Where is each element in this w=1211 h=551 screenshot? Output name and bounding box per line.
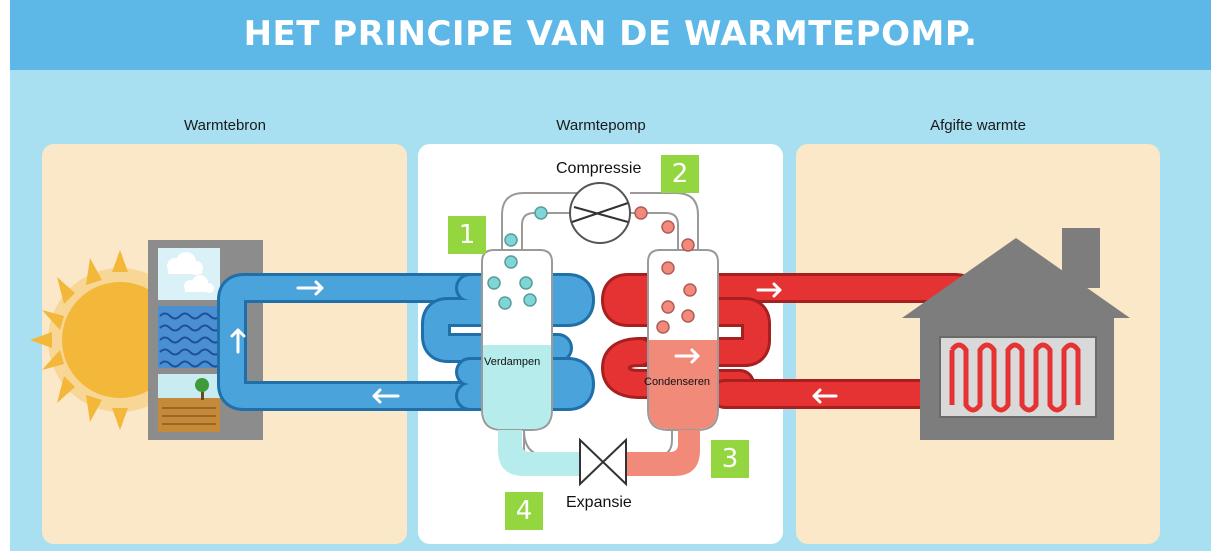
column-label-pump: Warmtepomp (556, 117, 646, 134)
radiator-icon (939, 336, 1097, 418)
expansion-valve-icon (579, 437, 627, 487)
cloud-icon (167, 252, 214, 293)
compressie-label: Compressie (556, 160, 642, 177)
hot-bubbles (634, 206, 697, 334)
column-label-output: Afgifte warmte (930, 117, 1026, 134)
condenseren-label: Condenseren (644, 376, 711, 388)
step-3-badge: 3 (711, 440, 749, 478)
tree-icon (195, 378, 209, 400)
step-2-badge: 2 (661, 155, 699, 193)
step-4-badge: 4 (505, 492, 543, 530)
column-label-source: Warmtebron (184, 117, 266, 134)
page-title: HET PRINCIPE VAN DE WARMTEPOMP. (243, 14, 978, 54)
verdampen-label: Verdampen (484, 356, 541, 368)
water-waves-icon (159, 312, 221, 368)
house-icon (902, 228, 1130, 440)
step-1-badge: 1 (448, 216, 486, 254)
compressor-icon (569, 182, 631, 244)
condenser-vessel (623, 249, 719, 476)
expansie-label: Expansie (566, 494, 632, 511)
title-banner: HET PRINCIPE VAN DE WARMTEPOMP. (10, 0, 1211, 70)
cold-loop (217, 273, 595, 411)
cold-bubbles (487, 206, 548, 310)
